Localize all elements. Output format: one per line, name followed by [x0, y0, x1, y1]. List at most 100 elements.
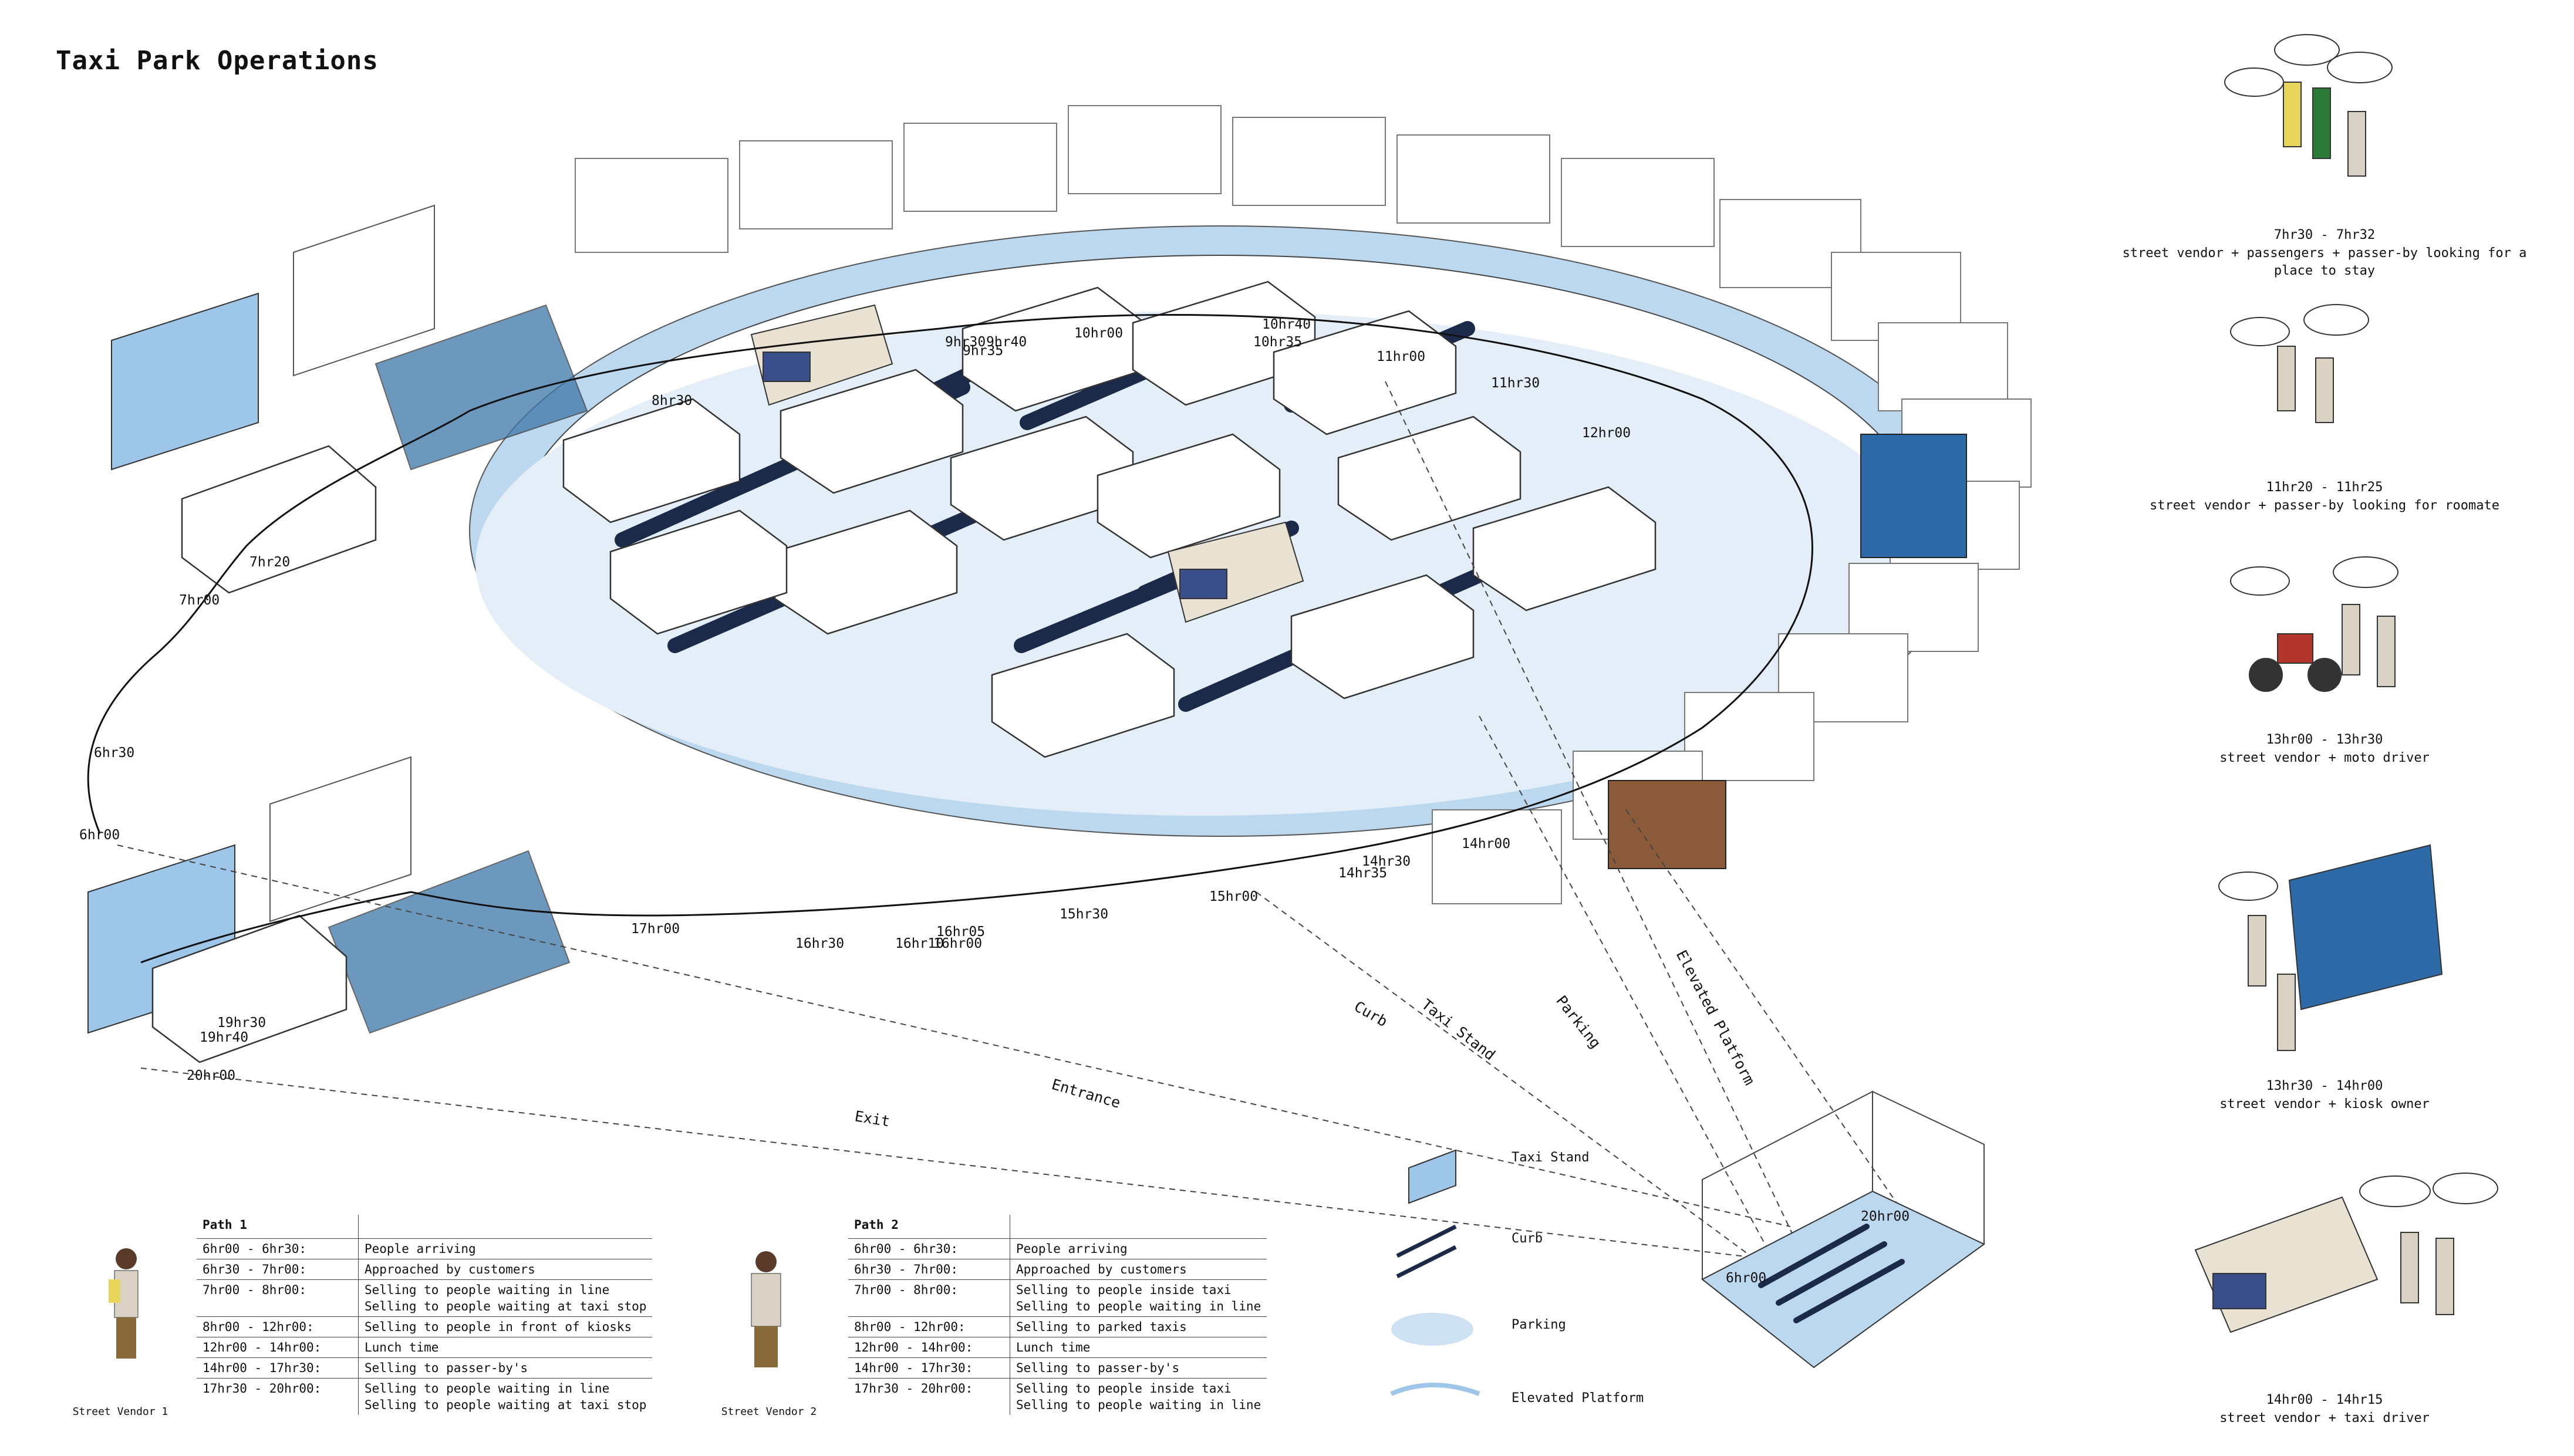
- platform-time-start: 6hr00: [1726, 1271, 1766, 1286]
- timeline-lower: 14hr00 14hr35 14hr30 15hr00 15hr30 16hr0…: [187, 836, 1510, 1083]
- time-label: 8hr30: [652, 393, 692, 408]
- time-label: 14hr30: [1362, 854, 1411, 869]
- vignette-desc: street vendor + kiosk owner: [2219, 1097, 2430, 1112]
- path1-activity: Selling to people in front of kiosks: [358, 1316, 653, 1337]
- route-label-parking: Parking: [1553, 992, 1604, 1052]
- path2-time: 7hr00 - 8hr00:: [848, 1279, 1010, 1316]
- path1-time: 7hr00 - 8hr00:: [197, 1279, 359, 1316]
- time-label: 7hr00: [179, 593, 220, 608]
- time-label: 14hr00: [1462, 836, 1510, 852]
- legend-label-taxi-stand: Taxi Stand: [1512, 1150, 1590, 1165]
- path2-time: 6hr30 - 7hr00:: [848, 1258, 1010, 1279]
- time-label: 9hr30: [945, 335, 986, 350]
- time-label: 16hr05: [936, 924, 985, 940]
- path2-table: Path 2 6hr00 - 6hr30:People arriving 6hr…: [848, 1215, 1267, 1415]
- timeline-upper: 6hr00 6hr30 7hr00 7hr20 8hr30 9hr30 9hr3…: [79, 317, 1631, 843]
- street-vendor-2-caption: Street Vendor 2: [721, 1406, 817, 1418]
- path2-time: 6hr00 - 6hr30:: [848, 1238, 1010, 1259]
- path1-time: 17hr30 - 20hr00:: [197, 1377, 359, 1415]
- legend-label-curb: Curb: [1512, 1231, 1543, 1246]
- path2-activity: Selling to parked taxis: [1010, 1316, 1267, 1337]
- vignette-time: 7hr30 - 7hr32: [2273, 228, 2376, 242]
- time-label: 12hr00: [1582, 425, 1631, 441]
- vignette-desc: street vendor + passer-by looking for ro…: [2149, 498, 2500, 513]
- vignette-time: 13hr00 - 13hr30: [2266, 732, 2383, 747]
- path1-time: 12hr00 - 14hr00:: [197, 1336, 359, 1357]
- vignette-4-illustration: [2218, 844, 2443, 1051]
- path2-time: 12hr00 - 14hr00:: [848, 1336, 1010, 1357]
- photo-taxis: [750, 304, 1304, 623]
- time-label: 15hr00: [1209, 889, 1258, 904]
- route-leaders: [117, 381, 1938, 1292]
- path2-header: Path 2: [848, 1215, 1010, 1238]
- vignette-5: 14hr00 - 14hr15 street vendor + taxi dri…: [2113, 1391, 2536, 1427]
- vignette-2: 11hr20 - 11hr25 street vendor + passer-b…: [2113, 478, 2536, 515]
- path1-activity: Selling to passer-by's: [358, 1357, 653, 1378]
- time-label: 10hr35: [1253, 335, 1302, 350]
- legend-parking-icon: [1391, 1313, 1473, 1346]
- vignette-4: 13hr30 - 14hr00 street vendor + kiosk ow…: [2113, 1077, 2536, 1113]
- vignette-time: 11hr20 - 11hr25: [2266, 480, 2383, 495]
- path2-time: 17hr30 - 20hr00:: [848, 1377, 1010, 1415]
- legend-elevated-platform-icon: [1390, 1383, 1480, 1396]
- legend-curb-icon: [1396, 1224, 1457, 1258]
- path1-activity: Lunch time: [358, 1336, 653, 1357]
- time-label: 15hr30: [1060, 907, 1108, 922]
- path1-activity: People arriving: [358, 1238, 653, 1259]
- legend-label-parking: Parking: [1512, 1318, 1566, 1332]
- path2-time: 8hr00 - 12hr00:: [848, 1316, 1010, 1337]
- street-vendor-2-figure: [751, 1251, 781, 1367]
- market-stall: [1608, 780, 1726, 869]
- street-vendor-1-caption: Street Vendor 1: [72, 1406, 168, 1418]
- page-title: Taxi Park Operations: [56, 46, 379, 76]
- time-label: 6hr00: [79, 827, 120, 843]
- vignette-3-illustration: [2230, 556, 2398, 692]
- route-label-exit: Exit: [853, 1107, 891, 1130]
- time-label: 10hr40: [1262, 317, 1311, 332]
- legend-label-elevated-platform: Elevated Platform: [1512, 1391, 1644, 1406]
- time-label: 14hr35: [1338, 866, 1387, 881]
- taxi-stand-upper: [111, 204, 588, 471]
- time-label: 6hr30: [94, 745, 134, 761]
- route-label-entrance: Entrance: [1050, 1076, 1122, 1112]
- path2-activity: People arriving: [1010, 1238, 1267, 1259]
- path1-time: 6hr30 - 7hr00:: [197, 1258, 359, 1279]
- legend-taxi-stand-icon: [1408, 1149, 1456, 1204]
- vignette-time: 14hr00 - 14hr15: [2266, 1393, 2383, 1407]
- route-label-curb: Curb: [1351, 998, 1391, 1030]
- path1-header: Path 1: [197, 1215, 359, 1238]
- path1-activity: Approached by customers: [358, 1258, 653, 1279]
- time-label: 11hr30: [1491, 376, 1540, 391]
- time-label: 11hr00: [1377, 349, 1425, 364]
- time-label: 9hr35: [963, 343, 1003, 359]
- street-vendor-1-figure: [109, 1248, 139, 1359]
- route-label-taxi-stand: Taxi Stand: [1418, 996, 1498, 1064]
- time-label: 16hr10: [895, 936, 944, 951]
- time-label: 7hr20: [249, 555, 290, 570]
- vignette-time: 13hr30 - 14hr00: [2266, 1079, 2383, 1093]
- vignette-1: 7hr30 - 7hr32 street vendor + passengers…: [2113, 226, 2536, 280]
- time-label: 16hr30: [795, 936, 844, 951]
- time-label: 17hr00: [631, 921, 680, 937]
- vignette-desc: street vendor + moto driver: [2219, 751, 2430, 765]
- platform-time-end: 20hr00: [1861, 1209, 1910, 1224]
- vignette-3: 13hr00 - 13hr30 street vendor + moto dri…: [2113, 731, 2536, 767]
- time-label: 19hr40: [200, 1030, 248, 1045]
- path1-table: Path 1 6hr00 - 6hr30:People arriving 6hr…: [197, 1215, 653, 1415]
- vignette-desc: street vendor + passengers + passer-by l…: [2122, 246, 2527, 278]
- path2-activity: Selling to passer-by's: [1010, 1357, 1267, 1378]
- walking-path: [87, 313, 1813, 964]
- path2-activity: Lunch time: [1010, 1336, 1267, 1357]
- vignette-1-illustration: [2224, 34, 2393, 177]
- route-label-elevated-platform: Elevated Platform: [1673, 947, 1759, 1088]
- parked-vans: [151, 281, 1657, 1063]
- time-label: 10hr00: [1074, 326, 1123, 341]
- vignette-desc: street vendor + taxi driver: [2219, 1411, 2430, 1425]
- path1-time: 14hr00 - 17hr30:: [197, 1357, 359, 1378]
- path2-activity: Approached by customers: [1010, 1258, 1267, 1279]
